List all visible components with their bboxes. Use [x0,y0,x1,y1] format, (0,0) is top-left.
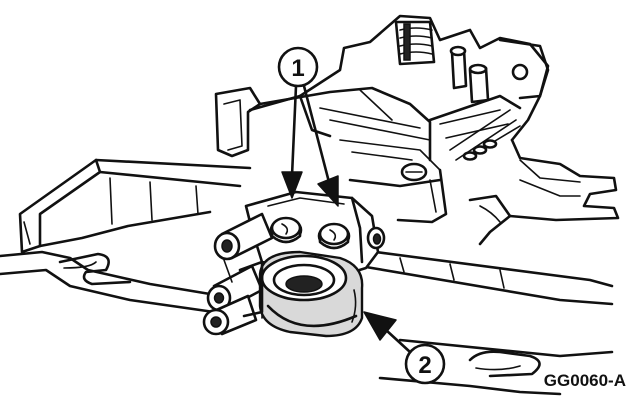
valve-body [214,14,620,246]
callout-1-label: 1 [291,55,304,82]
transmission-case [0,158,614,396]
bolt-right [317,222,351,250]
fluid-tubes [202,212,274,336]
callout-2-label: 2 [418,352,431,379]
servo-housing [238,250,364,338]
bolt-left [269,216,303,244]
callout-leaders [281,84,412,354]
figure-code: GG0060-A [544,371,626,390]
callout-1: 1 [277,46,319,88]
callout-2: 2 [404,343,446,385]
